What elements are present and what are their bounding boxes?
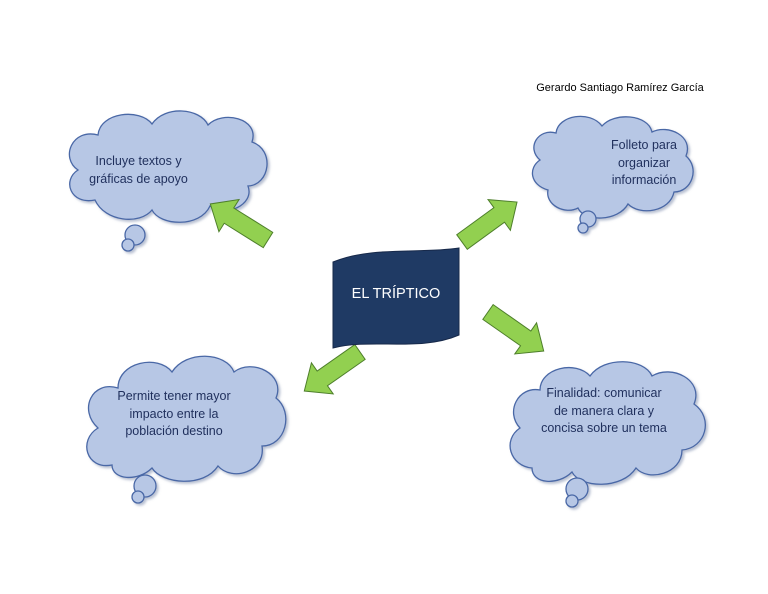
author-name: Gerardo Santiago Ramírez García (536, 82, 704, 94)
arrow-to-bottom-right (482, 303, 545, 355)
arrow-to-bottom-left (303, 343, 366, 395)
node-text-bottom-right: Finalidad: comunicar de manera clara y c… (541, 386, 667, 435)
node-text-bottom-left: Permite tener mayor impacto entre la pob… (117, 389, 231, 438)
node-text-top-right: Folleto para organizar información (610, 138, 677, 187)
arrow-to-top-right (456, 199, 518, 250)
cloud-bottom-right (509, 361, 706, 508)
cloud-top-left (68, 110, 268, 252)
arrow-to-top-left (209, 198, 274, 249)
cloud-bottom-left (86, 355, 287, 504)
cloud-top-right (531, 115, 694, 234)
node-text-top-left: Incluye textos y gráficas de apoyo (89, 154, 188, 186)
center-banner (332, 247, 460, 349)
center-title: EL TRÍPTICO (351, 286, 441, 302)
